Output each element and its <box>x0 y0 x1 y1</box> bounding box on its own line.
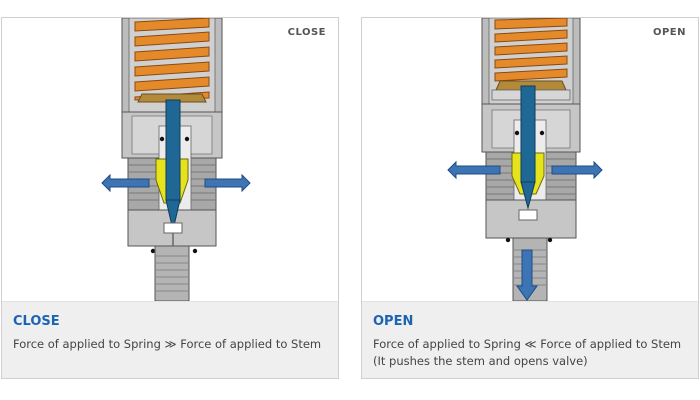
spring <box>494 18 568 82</box>
caption-line-open-1: Force of applied to Spring ≪ Force of ap… <box>373 337 682 351</box>
open-valve-illustration <box>447 18 603 301</box>
stem <box>165 99 181 201</box>
flow-arrows <box>101 173 251 193</box>
flow-arrows <box>447 160 603 180</box>
caption-title-open: OPEN <box>373 314 414 329</box>
outlet-nozzle <box>154 245 190 301</box>
spring-seat <box>137 93 207 103</box>
caption-open: OPEN Force of applied to Spring ≪ Force … <box>362 301 698 378</box>
caption-title-close: CLOSE <box>13 314 60 329</box>
close-panel: CLOSE CLOSE Force of applied to Spring ≫… <box>1 17 339 379</box>
close-valve-illustration <box>101 18 251 301</box>
outlet-arrow <box>516 249 538 301</box>
panel-tag-open: OPEN <box>652 27 686 38</box>
caption-line-open-2: (It pushes the stem and opens valve) <box>373 354 588 368</box>
stem <box>520 85 536 183</box>
panel-tag-close: CLOSE <box>287 27 326 38</box>
caption-line-close-1: Force of applied to Spring ≫ Force of ap… <box>13 337 322 351</box>
spring <box>134 18 210 101</box>
open-panel: OPEN OPEN Force of applied to Spring ≪ F… <box>361 17 699 379</box>
caption-close: CLOSE Force of applied to Spring ≫ Force… <box>2 301 338 378</box>
